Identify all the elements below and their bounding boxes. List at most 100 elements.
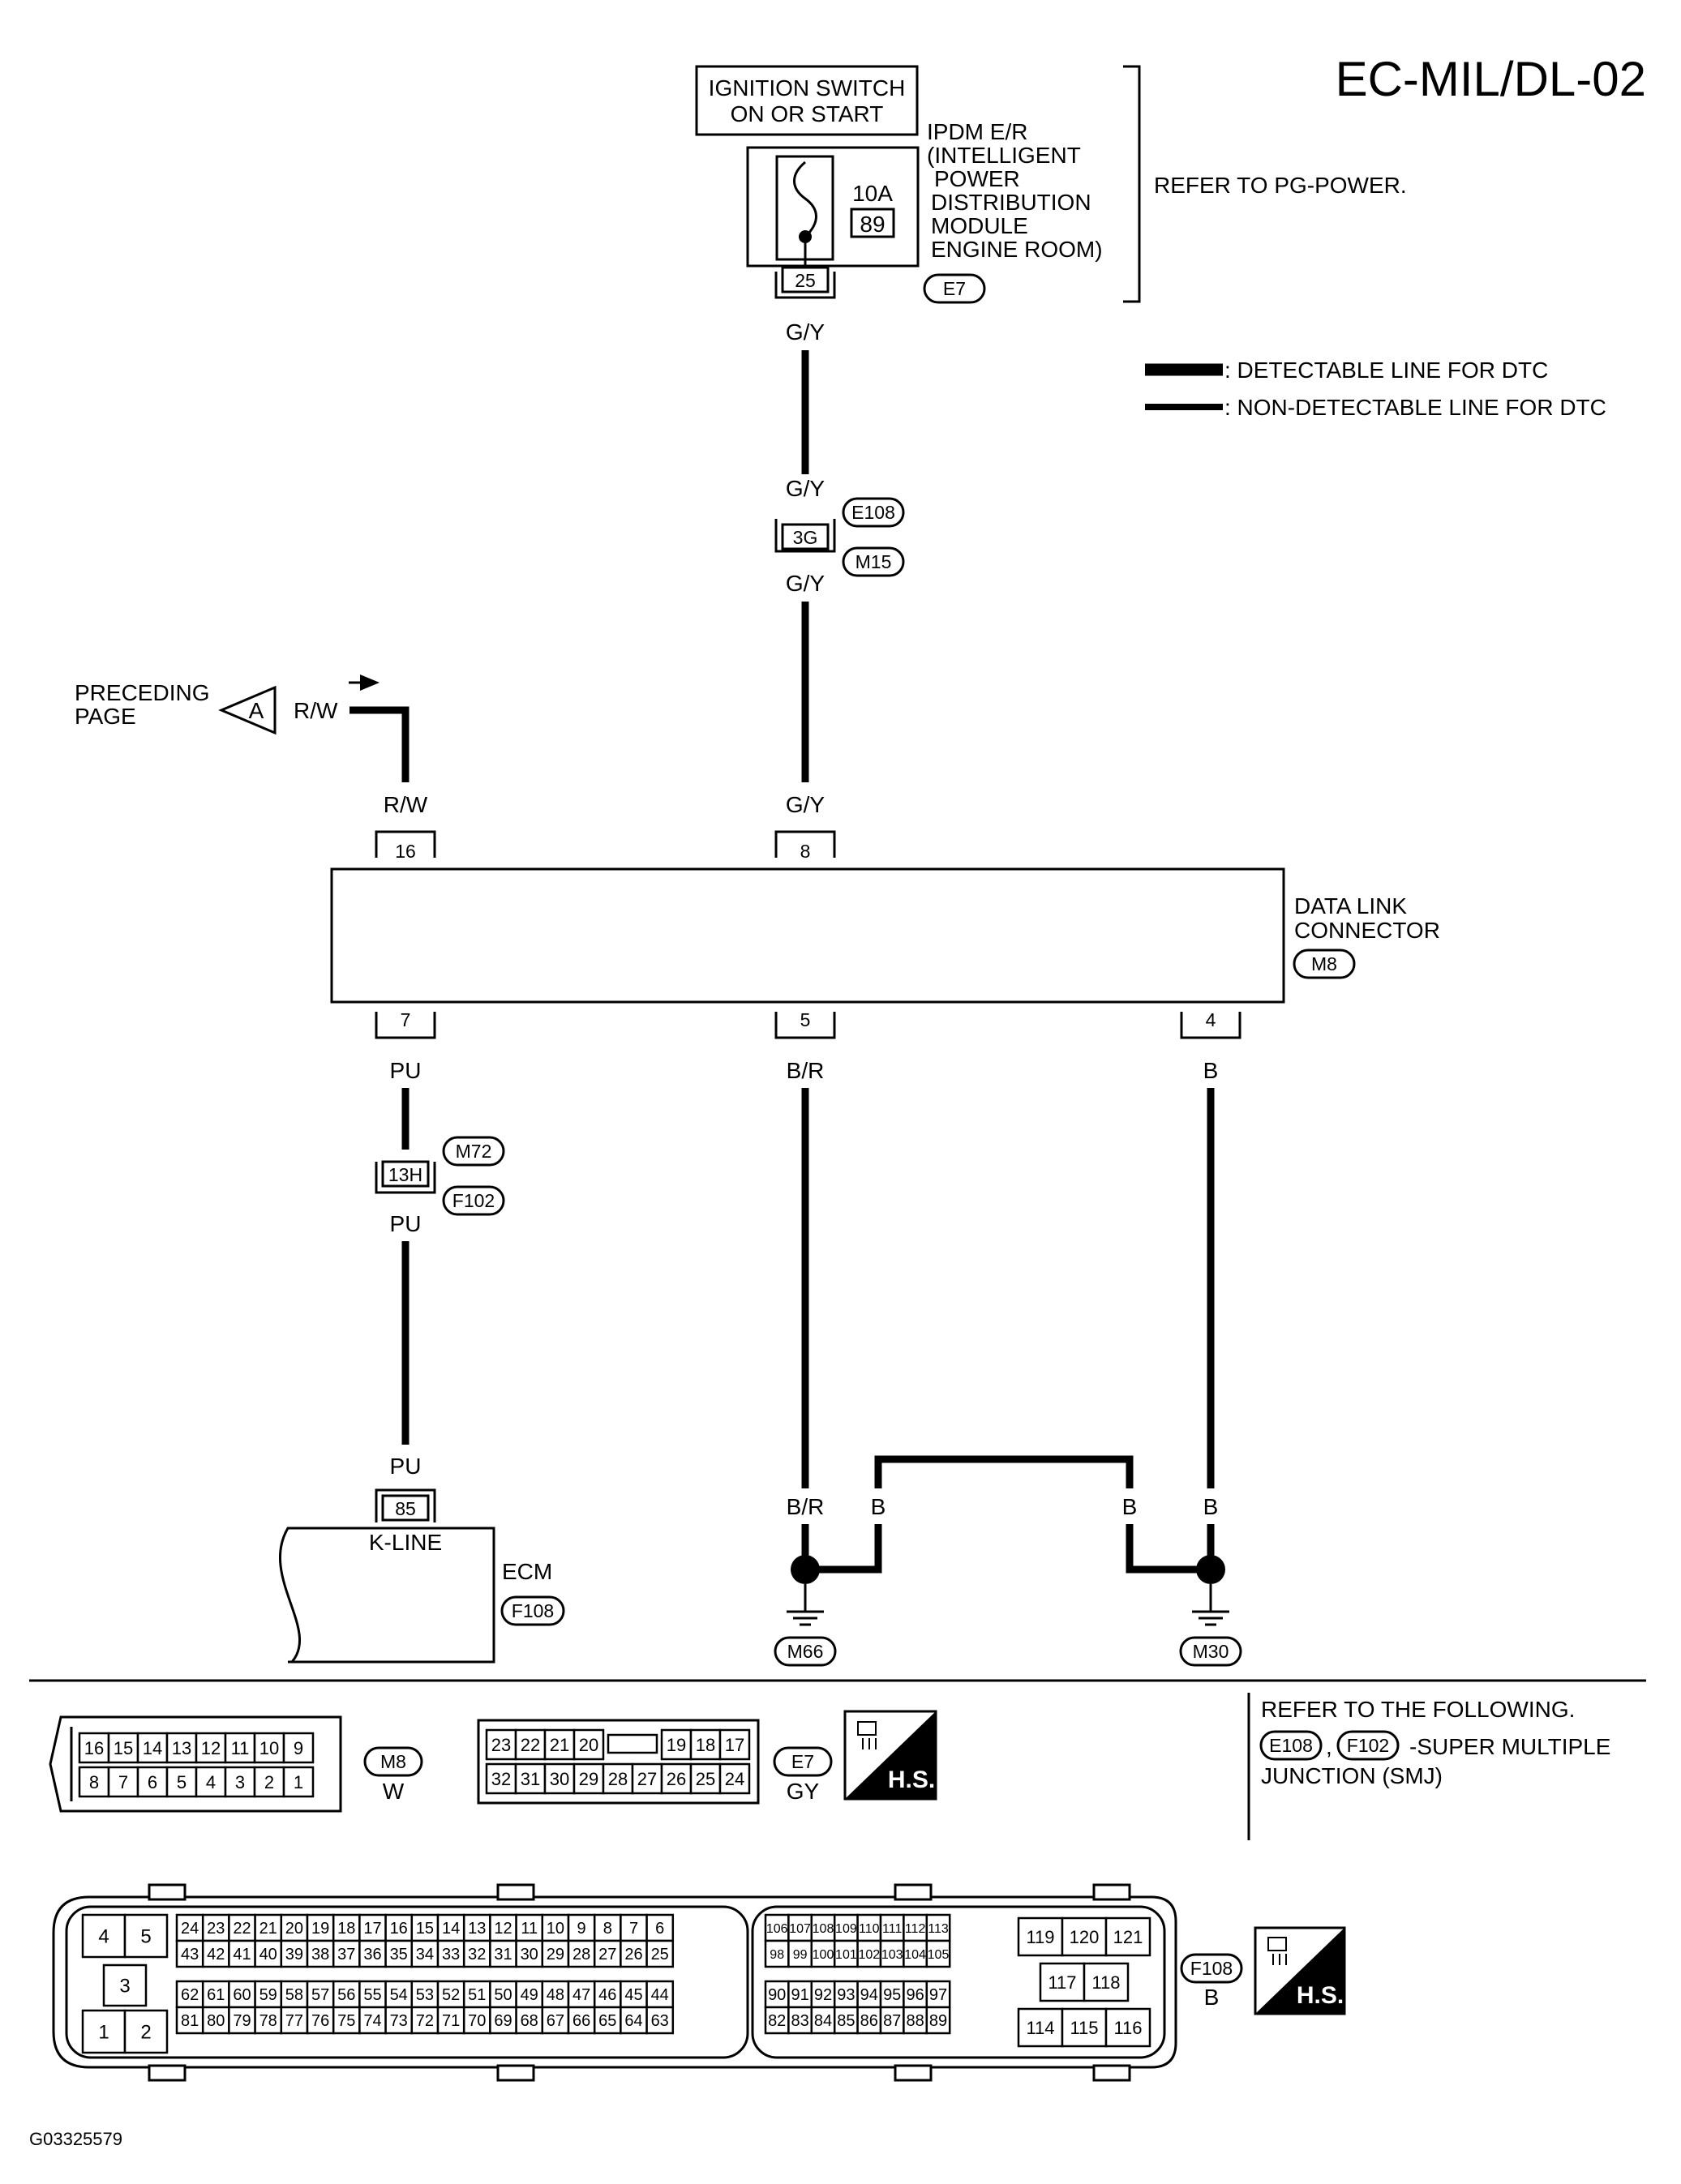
f108-pin-27-box [593, 1939, 622, 1968]
f108-pin-92: 92 [814, 1986, 832, 2004]
f108-pin-68-box [515, 2006, 544, 2035]
f108-pin-85-box [833, 2006, 859, 2035]
f108-pin-96-box [903, 1980, 928, 2009]
refer-note-sep: , [1326, 1734, 1332, 1759]
f108-pin-17: 17 [363, 1920, 381, 1938]
e7-view-color: GY [787, 1779, 820, 1804]
ecm-connector: F108 [512, 1600, 554, 1621]
refer-note-c1-badge [1259, 1730, 1323, 1761]
preceding-page-marker [218, 685, 277, 735]
fuse-number-box [850, 208, 895, 238]
f108-pin-13: 13 [468, 1920, 486, 1938]
f108-pin-115: 115 [1070, 2018, 1098, 2038]
m8-pin-1-box [282, 1766, 315, 1798]
ground-jumper-right [1126, 1524, 1211, 1574]
e7-pin-31: 31 [521, 1769, 540, 1789]
f108-pin-23: 23 [207, 1920, 225, 1938]
ground-right-connector: M30 [1193, 1641, 1229, 1662]
f108-latch-top-0 [148, 1883, 187, 1901]
f108-pin-83: 83 [791, 2012, 808, 2030]
fuse-number: 89 [860, 212, 885, 237]
f108-pin-72: 72 [416, 2012, 434, 2030]
f108-pin-93: 93 [837, 1986, 855, 2004]
dlc-label-1: DATA LINK [1294, 893, 1407, 919]
m8-view-badge [363, 1746, 423, 1777]
f108-pin-11-box [515, 1913, 544, 1942]
f108-pin-81: 81 [181, 2012, 199, 2030]
m8-pin-14-box [136, 1732, 169, 1764]
e7-pin-25: 25 [696, 1769, 715, 1789]
joint-13h-conn-top: M72 [456, 1141, 492, 1162]
f108-pin-81-box [175, 2006, 204, 2035]
e7-pin-18-box [689, 1728, 722, 1761]
ipdm-label-2: (INTELLIGENT [927, 143, 1081, 168]
f108-pin-31: 31 [494, 1946, 512, 1963]
f108-pin-84: 84 [814, 2012, 832, 2030]
e7-pin-24: 24 [725, 1769, 744, 1789]
m8-pin-9-box [282, 1732, 315, 1764]
wire-label-pu-3: PU [390, 1454, 422, 1479]
f108-pin-3: 3 [119, 1976, 130, 1998]
f108-pin-99: 99 [793, 1948, 808, 1962]
dlc-connector-badge [1293, 949, 1356, 979]
f108-pin-34: 34 [416, 1946, 434, 1963]
ipdm-terminal-box [781, 266, 830, 293]
ecm-pin-box [381, 1494, 430, 1522]
f108-pin-42: 42 [207, 1946, 225, 1963]
e7-pin-29-box [572, 1762, 605, 1795]
e7-pin-27: 27 [637, 1769, 657, 1789]
page-title: EC-MIL/DL-02 [1336, 52, 1646, 106]
dlc-pin-7-bracket [375, 1012, 436, 1039]
f108-pin-95: 95 [883, 1986, 901, 2004]
f108-pin-27: 27 [598, 1946, 616, 1963]
f108-pin-111: 111 [882, 1922, 902, 1936]
f108-pin-49-box [515, 1980, 544, 2009]
f108-pin-75-box [332, 2006, 361, 2035]
preceding-label-2: PAGE [75, 704, 136, 729]
figure-code: G03325579 [29, 2129, 122, 2149]
f108-pin-45: 45 [624, 1986, 642, 2004]
f108-pin-108: 108 [813, 1922, 834, 1936]
f108-pin-73: 73 [390, 2012, 408, 2030]
f108-pin-35: 35 [390, 1946, 408, 1963]
refer-note-c2: F102 [1347, 1735, 1389, 1756]
f108-pin-72-box [410, 2006, 440, 2035]
preceding-marker-letter: A [249, 698, 264, 723]
wire-label-gy-1: G/Y [786, 319, 825, 345]
f108-pin-18: 18 [337, 1920, 355, 1938]
f108-pin-35-box [384, 1939, 414, 1968]
m8-pin-4-box [195, 1766, 227, 1798]
e7-view-id: E7 [791, 1751, 814, 1772]
ipdm-terminal: 25 [795, 270, 816, 291]
f108-pin-20: 20 [285, 1920, 303, 1938]
f108-pin-44: 44 [651, 1986, 669, 2004]
e7-pin-21: 21 [550, 1735, 569, 1755]
f108-pin-6: 6 [655, 1920, 664, 1938]
f108-pin-29-box [541, 1939, 570, 1968]
m8-pin-3: 3 [235, 1772, 245, 1792]
ipdm-label-3: POWER [934, 166, 1020, 191]
f108-pin-1-box [81, 2009, 127, 2054]
f108-pin-43: 43 [181, 1946, 199, 1963]
f108-pin-118: 118 [1091, 1972, 1120, 1993]
f108-pin-40: 40 [259, 1946, 277, 1963]
e7-pin-20: 20 [579, 1735, 598, 1755]
harness-symbol-icon: H.S. [843, 1710, 937, 1801]
f108-housing [52, 1895, 1177, 2069]
f108-pin-60: 60 [233, 1986, 251, 2004]
f108-pin-63: 63 [651, 2012, 669, 2030]
dlc-pin-7: 7 [401, 1009, 411, 1030]
wire-label-rw-1: R/W [294, 698, 338, 723]
f108-block-2 [751, 1905, 1166, 2059]
f108-latch-top-3 [1092, 1883, 1131, 1901]
f108-pin-51: 51 [468, 1986, 486, 2004]
m8-pin-10-box [253, 1732, 285, 1764]
f108-pin-85: 85 [837, 2012, 855, 2030]
dlc-pin-8-bracket [774, 830, 836, 858]
wire-label-br-2: B/R [787, 1494, 825, 1519]
f108-pin-19: 19 [311, 1920, 329, 1938]
f108-pin-59: 59 [259, 1986, 277, 2004]
e7-pin-26: 26 [667, 1769, 686, 1789]
f108-pin-110: 110 [859, 1922, 880, 1936]
